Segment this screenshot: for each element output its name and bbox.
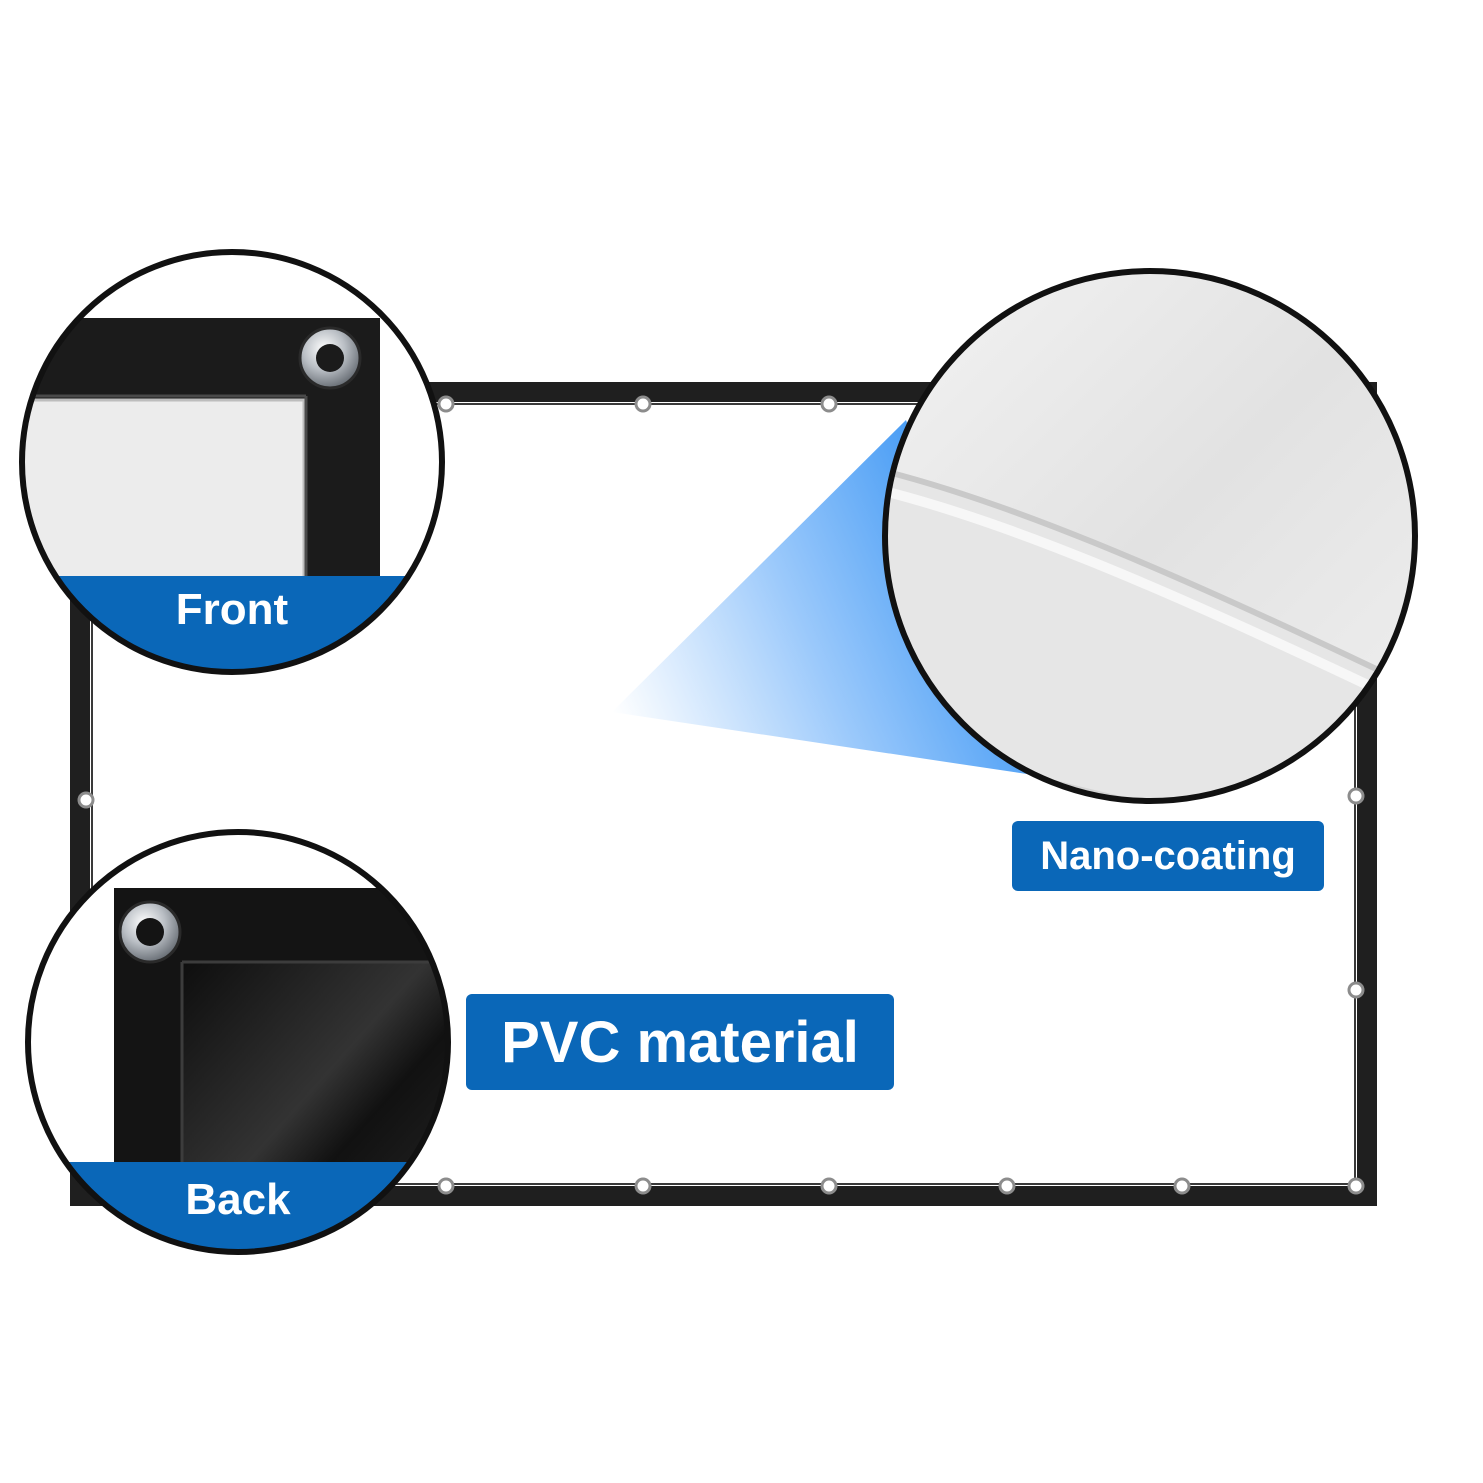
grommet-icon: [1347, 787, 1365, 805]
front-label: Front: [175, 585, 289, 634]
grommet-icon: [437, 395, 455, 413]
grommet-icon: [1173, 1177, 1191, 1195]
grommet-icon: [998, 1177, 1016, 1195]
nano-coating-zoom-circle: [882, 268, 1418, 804]
back-label: Back: [185, 1175, 291, 1224]
frame-grommets: [77, 395, 1365, 1195]
grommet-icon: [820, 395, 838, 413]
grommet-icon: [437, 1177, 455, 1195]
grommet-icon: [820, 1177, 838, 1195]
grommet-icon: [634, 1177, 652, 1195]
grommet-icon: [298, 326, 362, 390]
grommet-icon: [1347, 981, 1365, 999]
grommet-icon: [1347, 1177, 1365, 1195]
nano-coating-badge: Nano-coating: [1012, 821, 1324, 891]
grommet-icon: [634, 395, 652, 413]
pvc-material-badge: PVC material: [466, 994, 894, 1090]
grommet-icon: [118, 900, 182, 964]
grommet-icon: [77, 791, 95, 809]
